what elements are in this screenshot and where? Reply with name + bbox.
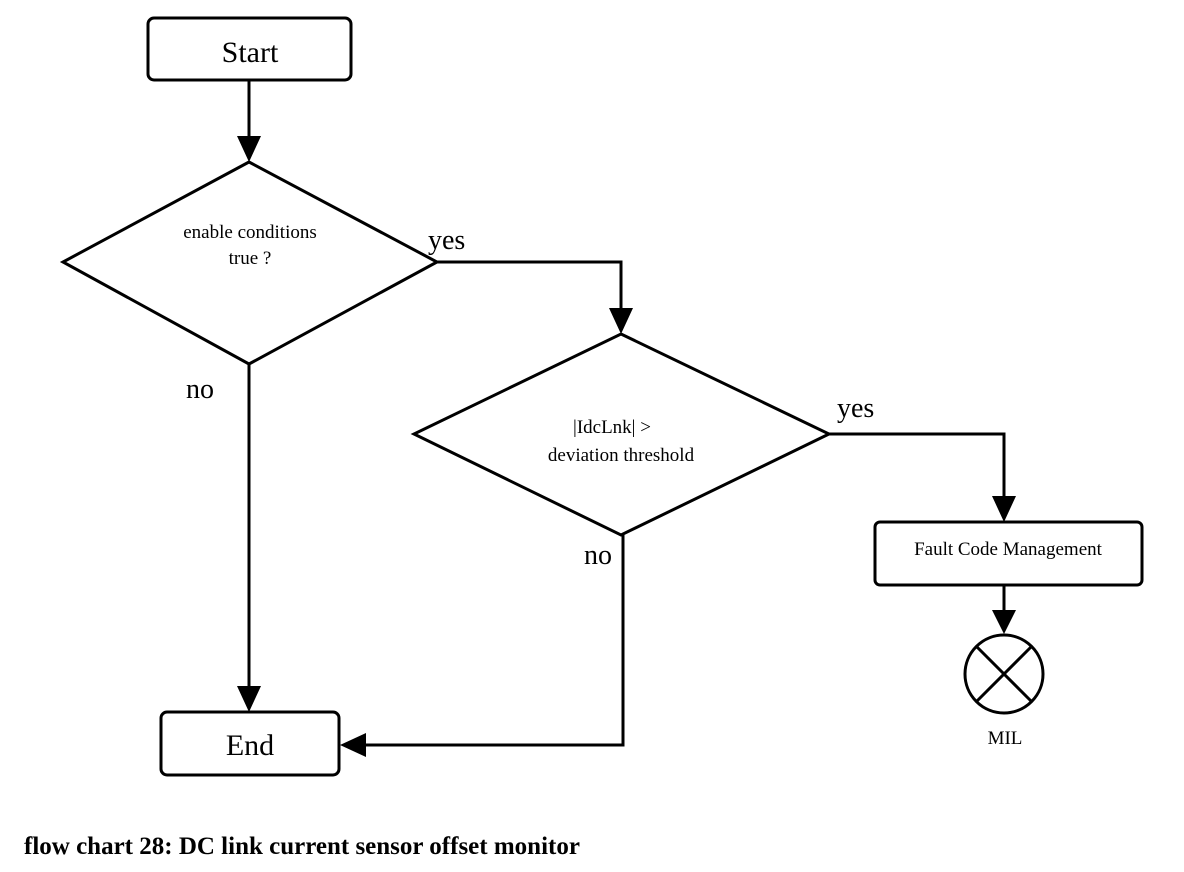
end-node: End: [159, 710, 341, 777]
decision1-no-label: no: [186, 374, 214, 405]
start-box: [146, 16, 353, 82]
mil-cross-line-b: [975, 645, 1033, 703]
decision2-label-line1: |IdcLnk| >: [573, 417, 651, 438]
decision2-yes-label: yes: [837, 393, 874, 424]
mil-label: MIL: [988, 728, 1023, 749]
arrowhead-decision2: [609, 308, 633, 334]
start-label: Start: [222, 36, 279, 69]
decision2-label-line2: deviation threshold: [548, 445, 695, 466]
arrowhead-mil: [992, 610, 1016, 634]
end-label: End: [226, 729, 274, 762]
arrowhead-decision1: [237, 136, 261, 162]
decision1-label-line1: enable conditions: [183, 222, 317, 243]
decision2-node: |IdcLnk| > deviation threshold: [410, 332, 833, 537]
figure-caption: flow chart 28: DC link current sensor of…: [24, 833, 580, 860]
decision1-label-line2: true ?: [229, 248, 272, 269]
decision1-diamond: [59, 160, 441, 366]
decision1-node: enable conditions true ?: [59, 160, 441, 366]
decision2-no-label: no: [584, 540, 612, 571]
arrowhead-end-from-decision2: [340, 733, 366, 757]
edge-decision2-no-to-end: [362, 535, 625, 747]
decision2-diamond: [410, 332, 833, 537]
connectors: [237, 80, 1016, 757]
arrowhead-end-from-decision1: [237, 686, 261, 712]
arrowhead-fault: [992, 496, 1016, 522]
decision1-yes-label: yes: [428, 225, 465, 256]
fault-box: [873, 520, 1144, 587]
start-node: Start: [146, 16, 353, 82]
mil-node: MIL: [963, 633, 1045, 749]
fault-label: Fault Code Management: [914, 539, 1103, 560]
end-box: [159, 710, 341, 777]
edge-decision2-yes-to-fault: [829, 432, 1006, 500]
fault-node: Fault Code Management: [873, 520, 1144, 587]
edge-decision1-yes-to-decision2: [437, 260, 623, 312]
